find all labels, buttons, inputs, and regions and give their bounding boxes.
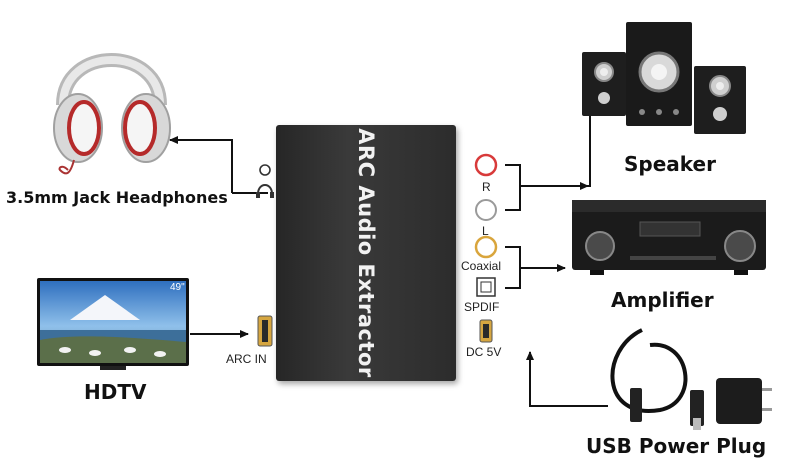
port-label-dc: DC 5V — [466, 345, 502, 359]
port-label-spdif: SPDIF — [464, 300, 500, 314]
port-label-arc-in: ARC IN — [226, 352, 267, 366]
rca-right-port — [474, 153, 498, 177]
headphone-symbol-icon — [256, 184, 274, 198]
speaker-icon — [582, 22, 746, 134]
headphones-connector-line — [170, 140, 268, 194]
caption-amplifier: Amplifier — [611, 288, 714, 312]
device-title: ARC Audio Extractor — [354, 128, 378, 378]
usb-power-icon — [610, 328, 772, 430]
caption-hdtv: HDTV — [84, 380, 147, 404]
amplifier-icon — [572, 200, 766, 275]
amplifier-connector-line — [505, 246, 565, 289]
caption-headphones: 3.5mm Jack Headphones — [6, 188, 228, 207]
headphones-icon — [53, 53, 171, 175]
port-label-coaxial: Coaxial — [461, 259, 502, 273]
device-box: ARC Audio Extractor — [276, 125, 456, 381]
port-label-left: L — [482, 224, 489, 238]
spdif-port — [476, 277, 496, 297]
usb-connector-line — [526, 351, 608, 407]
coaxial-port — [474, 235, 498, 259]
speaker-connector-line — [505, 110, 591, 211]
tv-size-label: 49" — [170, 282, 185, 293]
rca-left-port — [475, 199, 497, 221]
caption-usb-power: USB Power Plug — [586, 434, 767, 458]
tv-icon — [37, 278, 189, 370]
port-label-right: R — [482, 180, 491, 194]
audio-jack-port — [259, 164, 271, 176]
caption-speaker: Speaker — [624, 152, 716, 176]
